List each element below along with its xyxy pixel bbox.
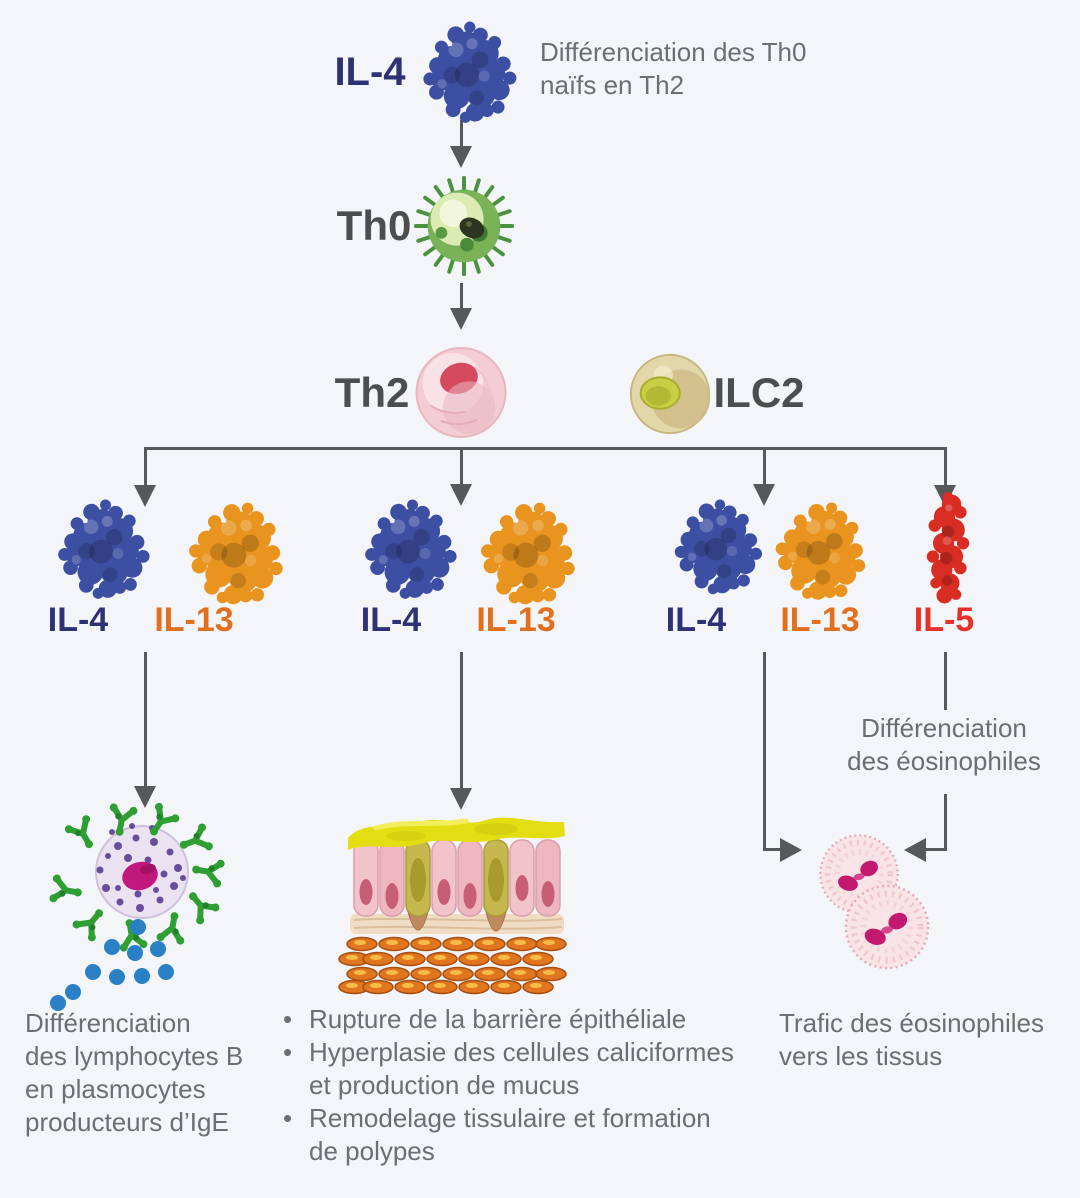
list-item: • Rupture de la barrière épithéliale [283,1003,734,1036]
group3-il4-label: IL-4 [665,601,727,639]
elbow-il13-to-eosinophils [763,848,780,851]
branch-line [144,447,947,450]
plasmocyte-ige-icon [52,812,262,1011]
ilc2-cell-icon [629,353,711,435]
elbow-il5-to-eosinophils [926,848,947,851]
arrowhead-il5-to-eosinophils [904,838,926,862]
branch-drop-4 [944,447,947,487]
bullet-text: Remodelage tissulaire et formation de po… [309,1103,711,1166]
branch-drop-3 [763,450,766,486]
group1-il13-label: IL-13 [154,601,234,639]
branch-arrowhead-1 [134,485,156,507]
branch-drop-1 [144,447,147,487]
bullet-icon: • [283,1103,293,1133]
th0-label: Th0 [336,202,412,249]
list-item: • Hyperplasie des cellules caliciformes … [283,1036,734,1102]
arrowhead-il4-to-th0 [450,146,472,168]
group3-il13-label: IL-13 [780,601,860,639]
arrow-il4-to-th0 [460,120,463,148]
arrow-group1-to-bcell [144,652,147,788]
branch-arrowhead-3 [753,484,775,506]
il13-molecule-icon [771,497,871,604]
th2-label: Th2 [334,369,410,416]
il4-molecule-icon [416,16,522,128]
group3-il5-label: IL-5 [913,601,975,639]
group1-il4-label: IL-4 [47,601,109,639]
top-il4-label: IL-4 [334,50,406,94]
branch-arrowhead-2 [450,484,472,506]
epithelial-barrier-icon [338,817,567,995]
ilc2-label: ILC2 [713,369,805,416]
list-item: • Remodelage tissulaire et formation de … [283,1102,734,1168]
arrowhead-group1-to-bcell [134,786,156,808]
eosinophils-icon [805,826,940,976]
arrow-th0-to-th2 [460,283,463,310]
th2-cell-icon [415,347,507,438]
bullet-text: Rupture de la barrière épithéliale [309,1004,687,1034]
arrow-group2-to-epithelium [460,652,463,790]
bullet-text: Hyperplasie des cellules caliciformes et… [309,1037,734,1100]
arrow-il13-to-eosinophils [763,652,766,850]
bcell-outcome-caption: Différenciation des lymphocytes B en pla… [25,1008,244,1137]
eosinophil-differentiation-caption: Différenciation des éosinophiles [847,713,1041,776]
group2-il13-label: IL-13 [476,601,556,639]
epithelium-outcome-list: • Rupture de la barrière épithéliale • H… [283,1003,734,1168]
arrow-il5-lower-segment [944,794,947,850]
arrowhead-group2-to-epithelium [450,788,472,810]
th0-cell-icon [413,175,515,277]
arrowhead-th0-to-th2 [450,308,472,330]
arrow-il5-upper-segment [944,652,947,710]
il5-molecule-icon [926,492,970,604]
branch-drop-2 [460,450,463,486]
il4-molecule-icon [52,495,154,603]
top-caption: Différenciation des Th0 naïfs en Th2 [540,37,807,100]
bullet-icon: • [283,1037,293,1067]
arrowhead-il13-to-eosinophils [780,838,802,862]
eosinophil-outcome-caption: Trafic des éosinophiles vers les tissus [779,1008,1044,1071]
bullet-icon: • [283,1004,293,1034]
group2-il4-label: IL-4 [360,601,422,639]
